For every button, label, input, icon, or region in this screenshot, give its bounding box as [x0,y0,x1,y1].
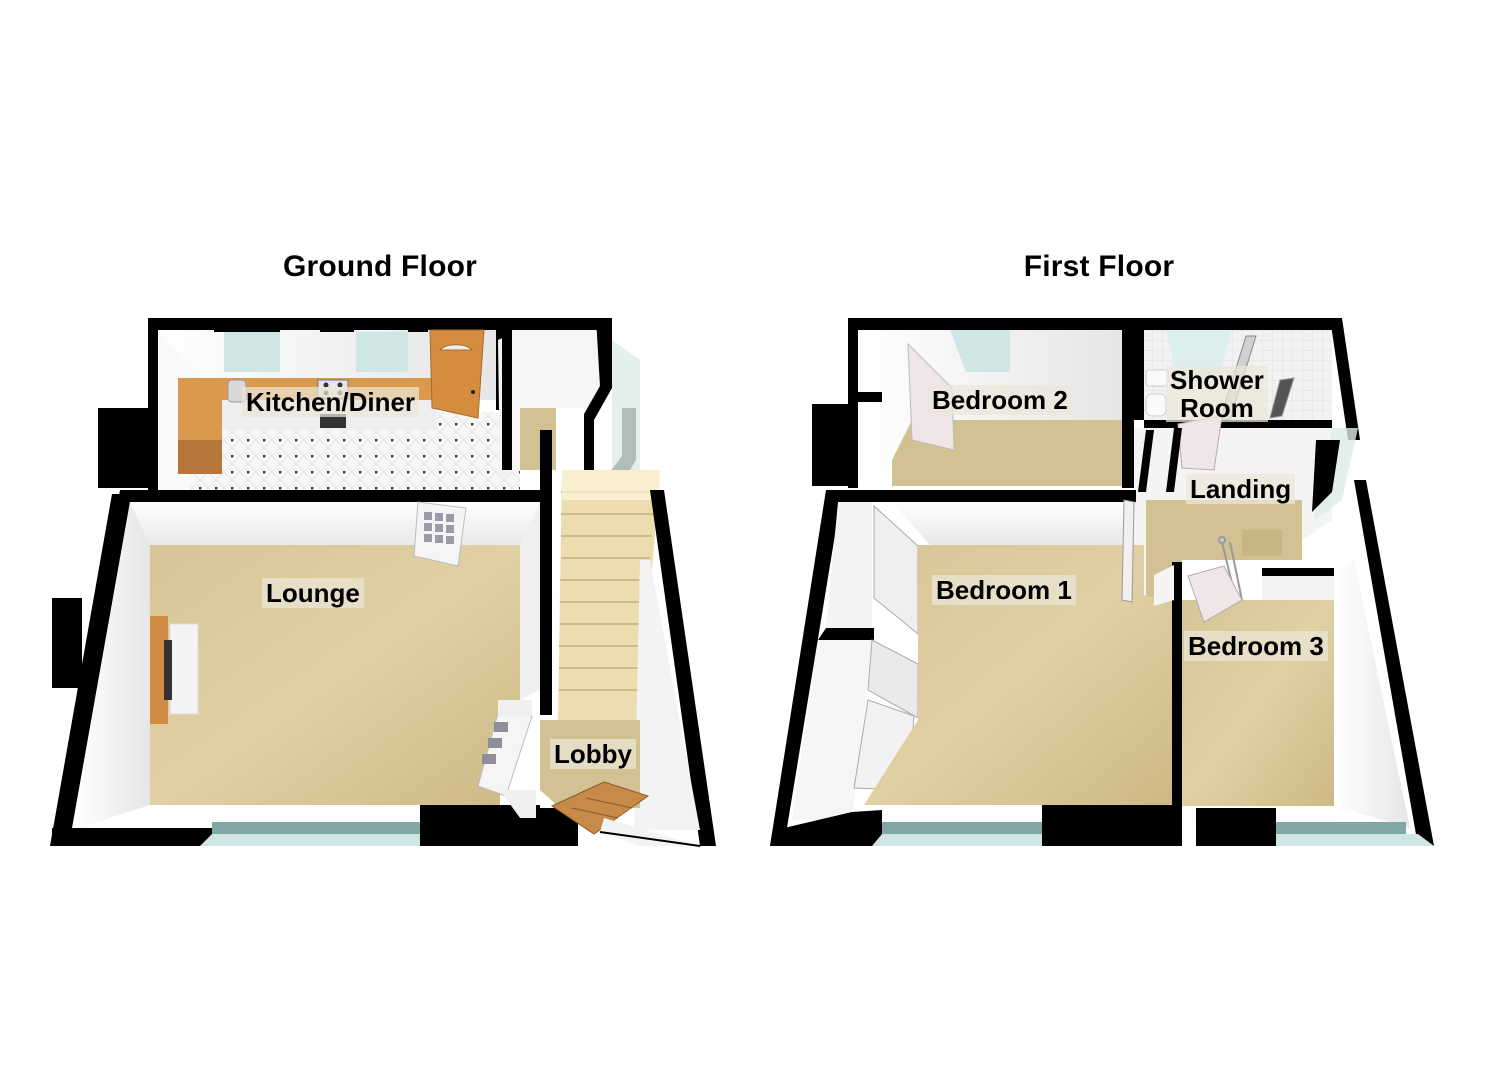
lounge-window [52,805,540,846]
room-label-bedroom-2: Bedroom 2 [928,385,1072,415]
lounge-door [413,501,467,567]
bedroom-1-door [1121,499,1135,603]
shower-room-door [1177,415,1223,471]
room-label-kitchen-diner: Kitchen/Diner [242,387,420,417]
hall-and-stairs [502,318,716,846]
wc-and-basin [1145,369,1169,417]
bedroom-3-door [1187,565,1243,623]
ground-floor-title: Ground Floor [282,250,478,283]
first-floor-drawing [770,318,1434,846]
bedroom-3-window [1182,806,1434,846]
lounge-room [50,490,552,846]
room-label-shower-room: Shower Room [1166,366,1268,422]
built-in-wardrobes [853,504,919,791]
first-floor-title: First Floor [1023,250,1175,283]
room-label-shower-room-line2: Room [1180,393,1254,423]
room-label-bedroom-1: Bedroom 1 [932,575,1076,605]
bedroom-1-room [770,490,1182,846]
front-door [550,781,650,835]
bedroom-2-window [910,318,1096,372]
chimney-breast [812,404,852,486]
chimney-breast [52,598,82,688]
ground-floor-plan: Ground Floor [0,0,742,1080]
room-label-lobby: Lobby [550,739,636,769]
first-floor-plan: First Floor [742,0,1485,1080]
landing-area [1134,415,1358,601]
kitchen-window [214,318,428,372]
staircase [558,470,660,720]
lobby-inner-door [477,700,533,797]
room-label-lounge: Lounge [262,578,364,608]
ground-floor-drawing [50,318,716,847]
chimney-breast [98,408,150,488]
room-label-shower-room-line1: Shower [1170,365,1264,395]
kitchen-back-door [429,329,485,419]
bedroom-1-window [770,805,1182,846]
room-label-bedroom-3: Bedroom 3 [1184,631,1328,661]
room-label-landing: Landing [1186,474,1296,504]
fireplace [150,616,199,724]
